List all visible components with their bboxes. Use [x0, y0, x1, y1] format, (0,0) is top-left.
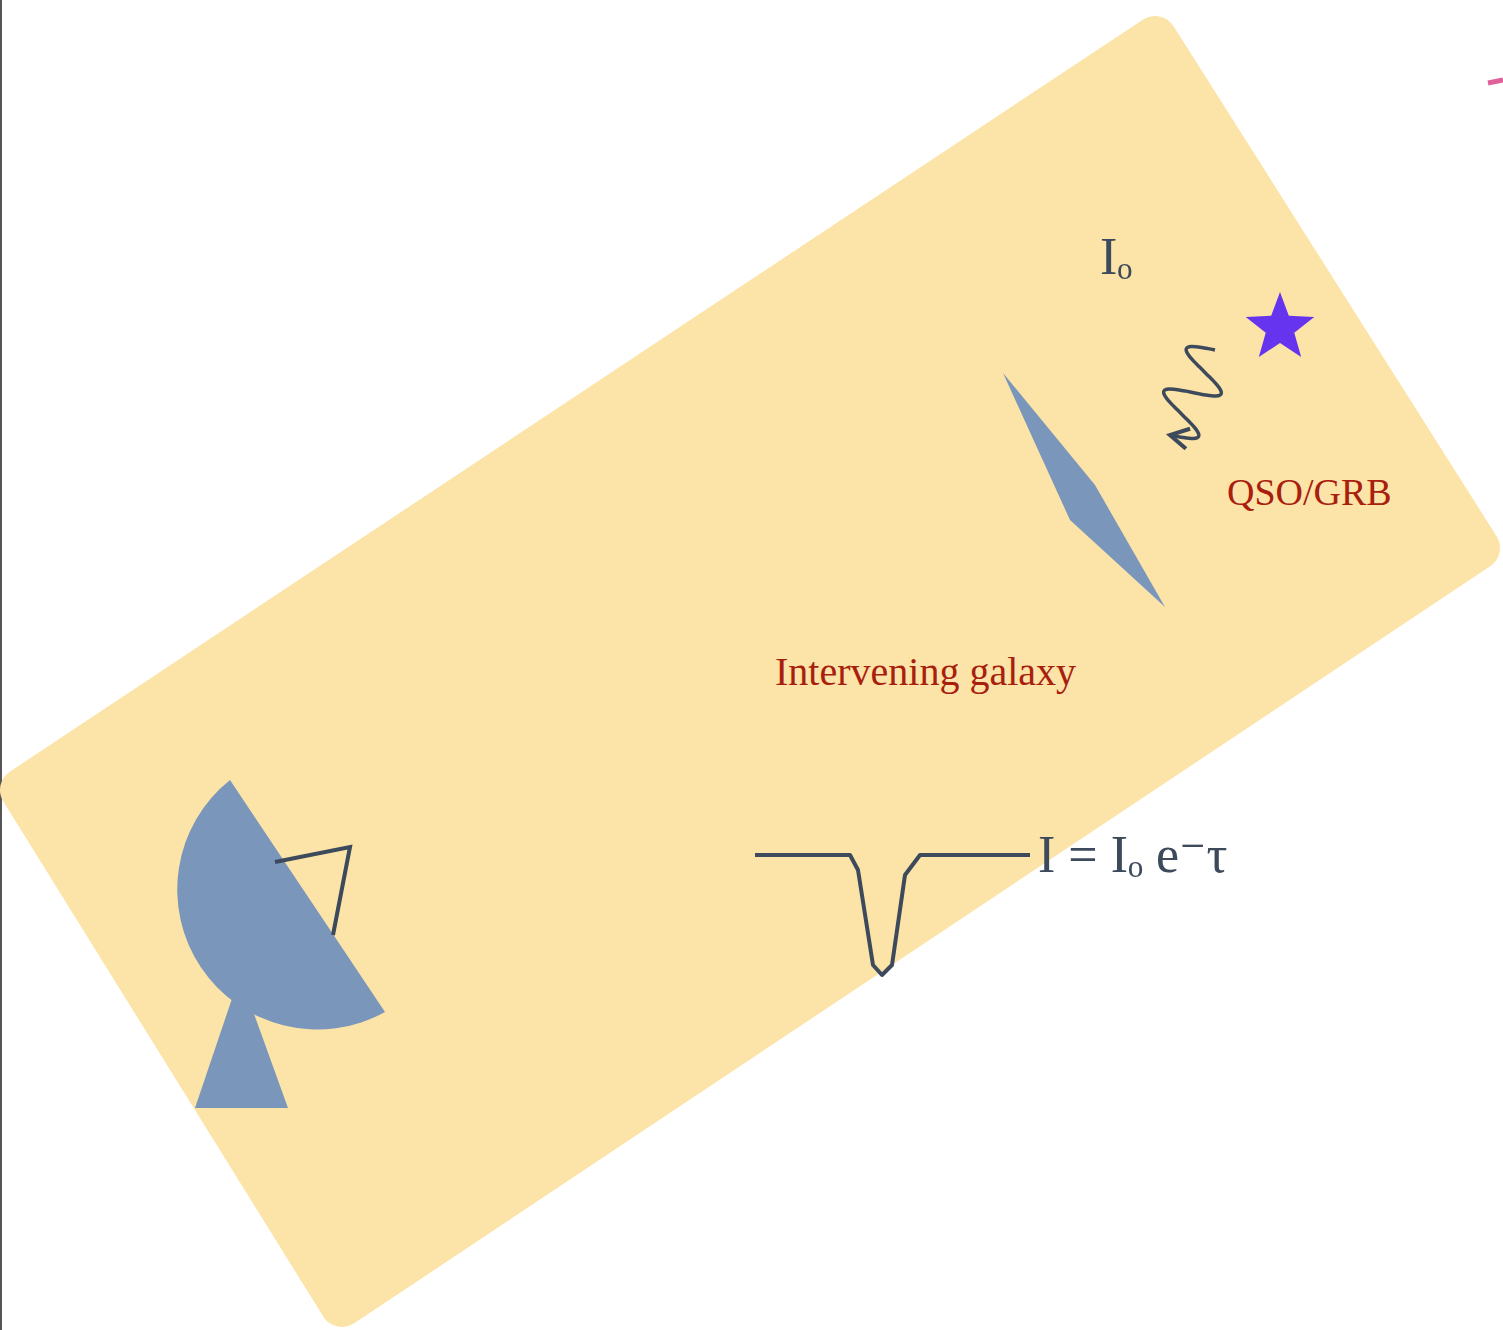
source-node: QSO/GRB [1215, 290, 1470, 530]
star-shape [1246, 292, 1314, 357]
page-border [0, 0, 2, 1330]
wavy-light-arrow [1164, 347, 1222, 439]
absorption-profile [755, 855, 1030, 975]
pink-mark [1488, 80, 1503, 83]
equation-label: I = Iₒ e⁻τ [1038, 826, 1227, 883]
node-label: QSO/GRB [1227, 472, 1392, 514]
galaxy-node: Intervening galaxy [770, 365, 1170, 710]
radio-dish [177, 780, 385, 1029]
dish-feed [275, 847, 350, 935]
node-label: Intervening galaxy [775, 650, 1076, 694]
line-of-sight-band [22, 38, 1478, 1305]
dish-stand [195, 975, 288, 1108]
galaxy-shape [1003, 373, 1165, 607]
intensity-label: Iₒ [1100, 228, 1132, 285]
